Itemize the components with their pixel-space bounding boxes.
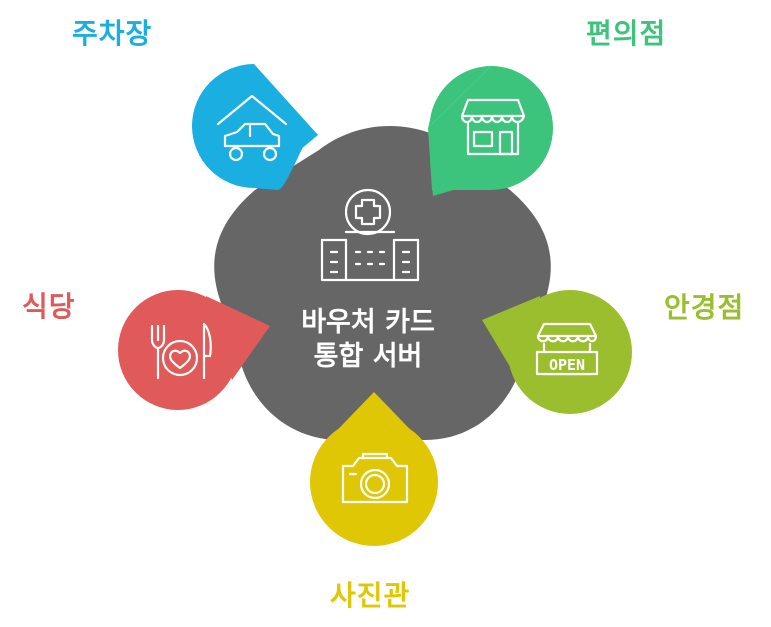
node-optical: OPEN — [482, 290, 632, 414]
open-sign-text: OPEN — [549, 356, 585, 374]
storefront-icon — [460, 98, 526, 156]
node-restaurant — [118, 290, 270, 410]
center-hub — [214, 126, 551, 440]
node-photo — [310, 392, 438, 546]
node-store — [428, 66, 553, 196]
node-parking — [192, 64, 318, 190]
car-garage-icon — [216, 94, 288, 162]
hospital-icon — [320, 188, 420, 282]
center-title-line1: 바우처 카드 — [301, 307, 435, 338]
label-parking: 주차장 — [72, 17, 153, 50]
dining-icon — [150, 322, 212, 380]
label-optical: 안경점 — [664, 291, 745, 324]
open-sign-shop-icon — [535, 322, 599, 376]
label-photo: 사진관 — [330, 579, 411, 612]
label-restaurant: 식당 — [22, 290, 76, 323]
camera-icon — [341, 452, 409, 504]
center-title-line2: 통합 서버 — [314, 341, 423, 372]
label-store: 편의점 — [586, 17, 667, 50]
